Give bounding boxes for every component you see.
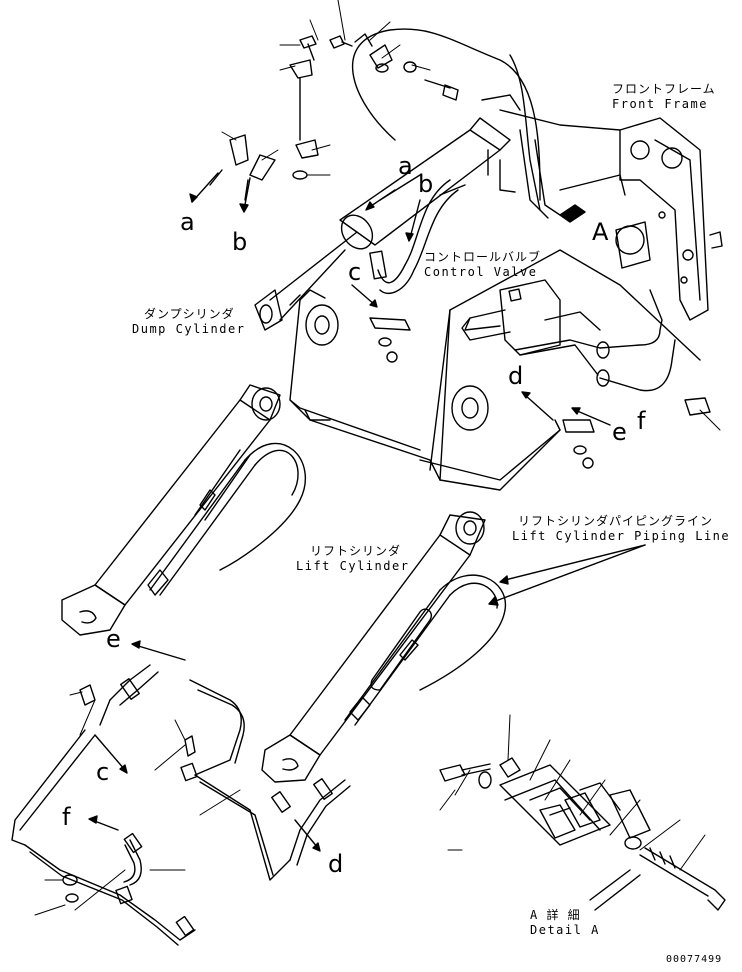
callout-a-left: a	[180, 208, 195, 236]
right-lift-cylinder	[261, 511, 506, 783]
control-valve-label-jp: コントロールバルブ	[424, 250, 542, 264]
dump-cylinder-label-en: Dump Cylinder	[132, 322, 246, 336]
dump-cylinder-label-jp: ダンプシリンダ	[144, 307, 235, 321]
callout-c-top: c	[348, 258, 362, 286]
top-hardware	[209, 33, 459, 201]
detail-a-label-jp: A 詳 細	[530, 908, 581, 922]
callout-f-bottom: f	[62, 803, 71, 831]
front-frame-label-en: Front Frame	[612, 97, 708, 111]
callout-b-right: b	[418, 170, 434, 198]
callout-arrows-bottom	[88, 544, 646, 852]
callout-d-top: d	[508, 362, 524, 390]
detail-a	[439, 757, 726, 911]
callout-e-top: e	[612, 418, 627, 446]
left-lift-cylinder	[61, 384, 306, 636]
callout-e-bottom: e	[106, 625, 121, 653]
front-frame	[481, 94, 723, 321]
lift-cylinder-label-en: Lift Cylinder	[296, 559, 410, 573]
callout-c-bottom: c	[96, 758, 110, 786]
leader-lines	[34, 0, 721, 916]
callout-f-top: f	[637, 407, 646, 435]
callout-a-right: a	[398, 152, 413, 180]
top-hoses	[351, 28, 561, 295]
detail-a-label-en: Detail A	[530, 923, 600, 937]
lift-piping-label-en: Lift Cylinder Piping Line	[512, 529, 731, 543]
callout-arrows-top	[189, 172, 611, 426]
clamp-hardware	[369, 317, 711, 469]
control-valve-label-en: Control Valve	[424, 265, 538, 279]
control-valve	[461, 279, 676, 392]
lift-cylinder-label-jp: リフトシリンダ	[310, 544, 402, 558]
callout-d-bottom: d	[328, 850, 344, 878]
callout-A: A	[592, 218, 609, 246]
lift-piping-line	[11, 664, 351, 946]
lift-piping-label-jp: リフトシリンダパイピングライン	[518, 514, 714, 528]
figure-number: 00077499	[666, 954, 723, 965]
callout-b-left: b	[232, 228, 248, 256]
main-frame-body	[289, 249, 701, 491]
front-frame-label-jp: フロントフレーム	[612, 82, 716, 96]
